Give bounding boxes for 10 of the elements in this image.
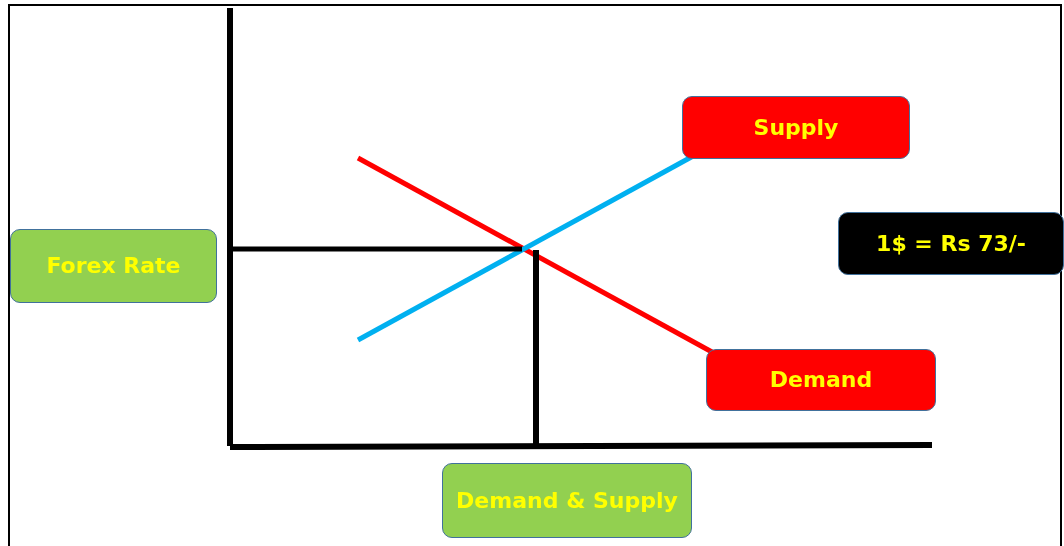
axis-label-box: [442, 463, 692, 538]
label-text: Demand & Supply: [456, 486, 678, 515]
demand-label-box: [706, 349, 936, 411]
label-text: Forex Rate: [46, 252, 181, 281]
label-text: Demand: [769, 366, 873, 395]
axis-label-box: [10, 229, 217, 303]
label-text: Supply: [753, 113, 839, 142]
label-text: 1$ = Rs 73/-: [876, 229, 1026, 258]
supply-label-box: [682, 96, 910, 159]
exchange-rate-box: [838, 212, 1064, 275]
